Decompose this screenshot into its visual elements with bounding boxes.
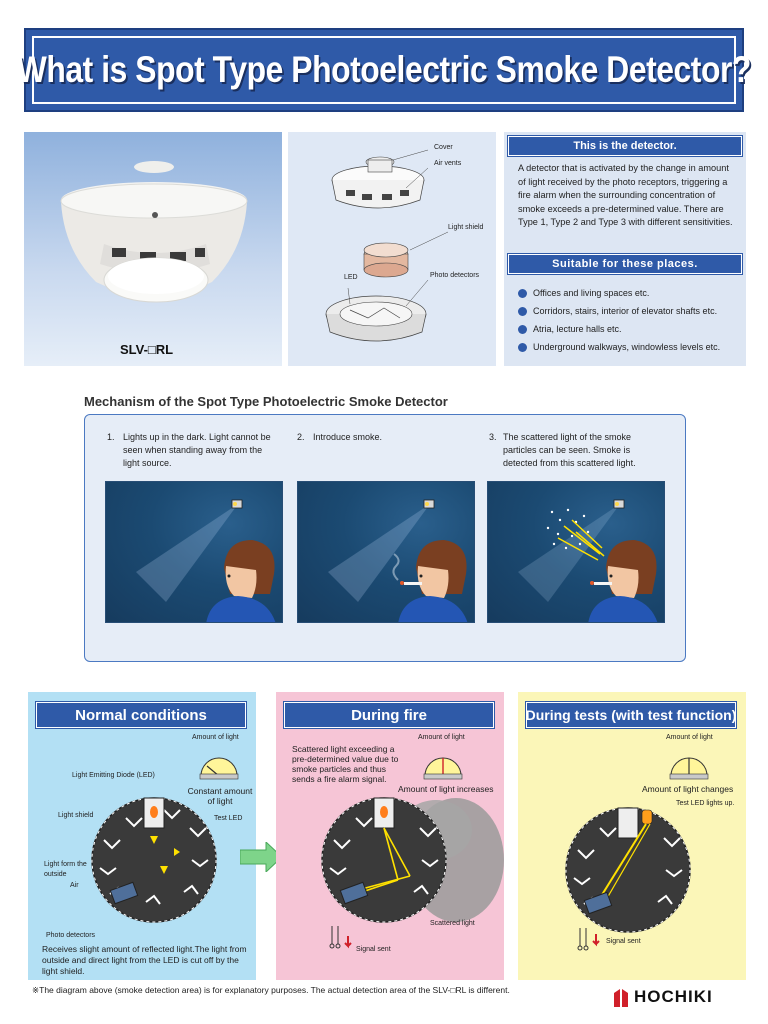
step-number: 2. <box>297 432 305 442</box>
air-label: Air <box>70 882 79 889</box>
during-fire-panel: During fire Scattered light exceeding a … <box>276 692 504 980</box>
model-label: SLV-□RL <box>120 342 174 357</box>
brand-name: HOCHIKI <box>634 987 713 1006</box>
arrow-right-icon <box>240 842 283 872</box>
photo-detectors-label: Photo detectors <box>430 272 480 279</box>
light-shield-label: Light shield <box>58 812 94 819</box>
hochiki-logo-icon <box>614 989 628 1007</box>
places-list: Offices and living spaces etc. Corridors… <box>518 284 720 356</box>
signal-arrow-icon <box>329 926 352 949</box>
gauge-icon <box>423 757 463 780</box>
test-header: During tests (with test function) <box>525 701 737 729</box>
test-led-label: Test LED lights up. <box>676 800 735 807</box>
list-item: Offices and living spaces etc. <box>518 284 720 302</box>
exploded-diagram <box>325 149 449 342</box>
chamber-diagram <box>91 797 217 923</box>
amount-of-light-label: Amount of light <box>418 734 465 741</box>
detector-description: A detector that is activated by the chan… <box>518 163 733 227</box>
normal-note: Receives slight amount of reflected ligh… <box>42 944 247 976</box>
signal-arrow-icon <box>577 928 600 951</box>
exploded-view-panel: Cover Air vents Light shield LED Photo d… <box>288 132 496 366</box>
photo-detectors-label: Photo detectors <box>46 932 96 939</box>
list-item: Underground walkways, windowless levels … <box>518 338 720 356</box>
signal-sent-label: Signal sent <box>356 946 391 953</box>
amount-of-light-label: Amount of light <box>192 734 239 741</box>
list-item: Corridors, stairs, interior of elevator … <box>518 302 720 320</box>
step-number: 1. <box>107 432 115 442</box>
cover-label: Cover <box>434 144 453 151</box>
during-tests-panel: During tests (with test function) Amount… <box>518 692 746 980</box>
info-panel: This is the detector. A detector that is… <box>504 132 746 366</box>
scene-scattered <box>487 481 665 623</box>
amount-of-light-label: Amount of light <box>666 734 713 741</box>
scattered-particles <box>518 499 658 622</box>
fire-description: Scattered light exceeding a pre-determin… <box>292 744 399 784</box>
bullet-icon <box>518 342 527 352</box>
step-text: The scattered light of the smoke particl… <box>503 432 636 468</box>
led-label: LED <box>344 274 358 281</box>
page-title: What is Spot Type Photoelectric Smoke De… <box>16 49 752 90</box>
bullet-icon <box>518 288 527 298</box>
test-chamber-diagram <box>565 807 691 933</box>
scene-dark <box>105 481 283 623</box>
step-text: Lights up in the dark. Light cannot be s… <box>123 432 271 468</box>
fire-chamber-diagram <box>321 797 504 923</box>
test-led-label: Test LED <box>214 815 243 822</box>
outside-light-label: Light form the outside <box>44 861 87 878</box>
light-changes-label: Amount of light changes <box>642 784 734 794</box>
detector-photo <box>60 161 248 303</box>
scattered-light-label: Scattered light <box>430 920 475 927</box>
title-banner: What is Spot Type Photoelectric Smoke De… <box>17 28 752 112</box>
bullet-icon <box>518 306 527 316</box>
mechanism-title: Mechanism of the Spot Type Photoelectric… <box>84 394 448 409</box>
title-frame: What is Spot Type Photoelectric Smoke De… <box>17 36 752 104</box>
constant-light-label: Constant amount of light <box>187 786 253 806</box>
brand-logo: HOCHIKI <box>612 987 713 1007</box>
mechanism-box: 1. Lights up in the dark. Light cannot b… <box>84 414 686 662</box>
info-header: This is the detector. <box>507 135 743 157</box>
light-shield-label: Light shield <box>448 224 484 231</box>
fire-header: During fire <box>283 701 495 729</box>
footnote: ※The diagram above (smoke detection area… <box>32 985 510 995</box>
gauge-icon <box>669 757 709 780</box>
gauge-icon <box>199 757 239 780</box>
normal-conditions-panel: Normal conditions Amount of light Consta… <box>28 692 256 980</box>
bullet-icon <box>518 324 527 334</box>
places-header: Suitable for these places. <box>507 253 743 275</box>
step-number: 3. <box>489 432 497 442</box>
normal-header: Normal conditions <box>35 701 247 729</box>
detector-photo-panel: SLV-□RL <box>24 132 282 366</box>
list-item: Atria, lecture halls etc. <box>518 320 720 338</box>
step-text: Introduce smoke. <box>313 432 383 442</box>
scene-smoke <box>297 481 475 623</box>
signal-sent-label: Signal sent <box>606 938 641 945</box>
led-label: Light Emitting Diode (LED) <box>72 772 155 779</box>
air-vents-label: Air vents <box>434 160 462 167</box>
light-increases-label: Amount of light increases <box>398 784 494 794</box>
